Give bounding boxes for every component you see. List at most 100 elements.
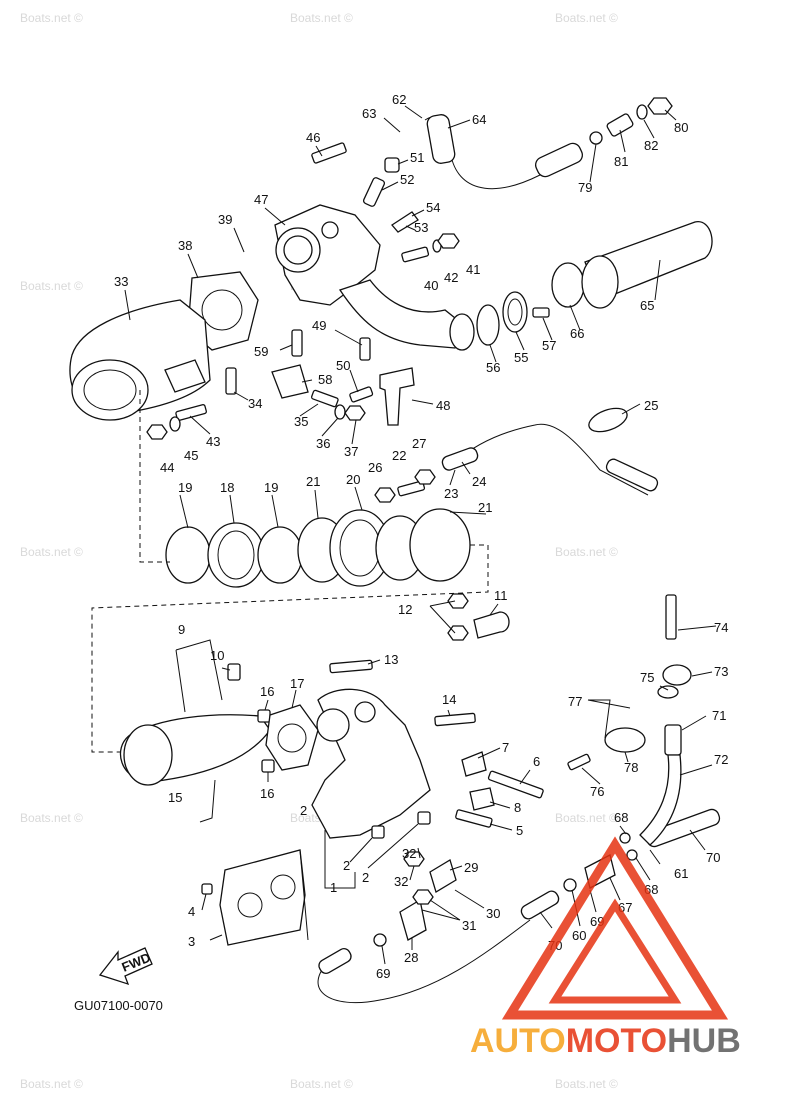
leader-line bbox=[643, 119, 655, 139]
clamp-part bbox=[257, 526, 303, 584]
bracket-part bbox=[461, 751, 487, 777]
callout-36: 36 bbox=[316, 436, 330, 451]
hose-part bbox=[473, 611, 510, 639]
callout-57: 57 bbox=[542, 338, 556, 353]
leader-line bbox=[124, 289, 131, 321]
leader-line bbox=[321, 417, 339, 437]
callout-39: 39 bbox=[218, 212, 232, 227]
leader-line bbox=[449, 469, 456, 486]
leader-line bbox=[429, 600, 456, 634]
callout-31: 31 bbox=[462, 918, 476, 933]
callout-18: 18 bbox=[220, 480, 234, 495]
leader-line bbox=[201, 893, 207, 911]
leader-line bbox=[589, 889, 597, 913]
callout-9: 9 bbox=[178, 622, 185, 637]
watermark-text: Boats.net © bbox=[20, 11, 83, 25]
fitting-part bbox=[664, 724, 682, 756]
leader-lines bbox=[124, 105, 717, 965]
watermark-text: Boats.net © bbox=[555, 1077, 618, 1091]
callout-7: 7 bbox=[502, 740, 509, 755]
callout-21: 21 bbox=[478, 500, 492, 515]
clamp-part bbox=[589, 131, 603, 145]
hose-part bbox=[441, 447, 479, 471]
callout-82: 82 bbox=[644, 138, 658, 153]
nut-part bbox=[344, 405, 366, 421]
gasket-part bbox=[265, 704, 319, 771]
leader-line bbox=[279, 344, 293, 351]
bolt-part bbox=[175, 404, 207, 421]
clamp-part bbox=[409, 508, 471, 582]
bolt-part bbox=[310, 389, 339, 408]
leader-line bbox=[349, 369, 359, 393]
leader-line bbox=[405, 225, 416, 231]
leader-line bbox=[229, 494, 235, 524]
bracket-part bbox=[271, 364, 309, 399]
bolt-part bbox=[665, 594, 677, 640]
callout-19: 19 bbox=[264, 480, 278, 495]
hose-part bbox=[605, 458, 659, 492]
bolt-part bbox=[455, 809, 493, 828]
watermark-text: Boats.net © bbox=[20, 1077, 83, 1091]
callout-41: 41 bbox=[466, 262, 480, 277]
leader-line bbox=[447, 709, 451, 717]
hose-part bbox=[399, 898, 427, 941]
callout-20: 20 bbox=[346, 472, 360, 487]
leader-line bbox=[271, 494, 279, 528]
pin-part bbox=[201, 883, 213, 895]
bracket-part bbox=[391, 211, 419, 233]
leader-line bbox=[187, 253, 199, 279]
leader-line bbox=[199, 779, 216, 823]
leader-line bbox=[581, 767, 601, 785]
leader-line bbox=[587, 699, 631, 739]
callout-22: 22 bbox=[392, 448, 406, 463]
nut-part bbox=[412, 889, 434, 905]
callout-2: 2 bbox=[343, 858, 350, 873]
leader-line bbox=[381, 945, 386, 965]
pin-part bbox=[257, 709, 271, 723]
leader-line bbox=[354, 486, 363, 511]
callout-60: 60 bbox=[572, 928, 586, 943]
leader-line bbox=[454, 889, 485, 909]
callout-labels: 1 2 2 2 3 4 5 6 7 8 9 10 11 12 13 14 15 … bbox=[114, 92, 728, 981]
washer-part bbox=[169, 416, 181, 432]
leader-line bbox=[621, 403, 641, 415]
callout-52: 52 bbox=[400, 172, 414, 187]
bolt-part bbox=[291, 329, 303, 357]
callout-21: 21 bbox=[306, 474, 320, 489]
callout-63: 63 bbox=[362, 106, 376, 121]
watermark-text: Boats.net © bbox=[555, 811, 618, 825]
watermark-text: Boats.net © bbox=[290, 11, 353, 25]
washer-part bbox=[657, 685, 679, 699]
callout-29: 29 bbox=[464, 860, 478, 875]
callout-15: 15 bbox=[168, 790, 182, 805]
gasket-hole bbox=[270, 874, 296, 900]
watermark-text: Boats.net © bbox=[20, 279, 83, 293]
leader-line bbox=[515, 331, 525, 351]
callout-2: 2 bbox=[362, 870, 369, 885]
bolt-part bbox=[532, 307, 550, 318]
callout-6: 6 bbox=[533, 754, 540, 769]
bolt-part bbox=[487, 770, 544, 799]
leader-line bbox=[619, 825, 627, 835]
sleeve-part bbox=[207, 522, 265, 588]
leader-line bbox=[404, 105, 423, 119]
leader-line bbox=[291, 689, 297, 709]
callout-78: 78 bbox=[624, 760, 638, 775]
leader-line bbox=[681, 715, 707, 731]
callout-47: 47 bbox=[254, 192, 268, 207]
bolt-part bbox=[329, 659, 373, 674]
nut-part bbox=[374, 487, 396, 503]
callout-10: 10 bbox=[210, 648, 224, 663]
callout-35: 35 bbox=[294, 414, 308, 429]
hose-part bbox=[429, 859, 457, 893]
nut-part bbox=[447, 593, 469, 609]
callout-50: 50 bbox=[336, 358, 350, 373]
callout-43: 43 bbox=[206, 434, 220, 449]
callout-24: 24 bbox=[472, 474, 486, 489]
leader-line bbox=[411, 209, 425, 217]
leader-line bbox=[233, 227, 245, 253]
clamp-part bbox=[563, 878, 577, 892]
leader-line bbox=[569, 304, 581, 331]
callout-49: 49 bbox=[312, 318, 326, 333]
leader-line bbox=[421, 899, 461, 921]
